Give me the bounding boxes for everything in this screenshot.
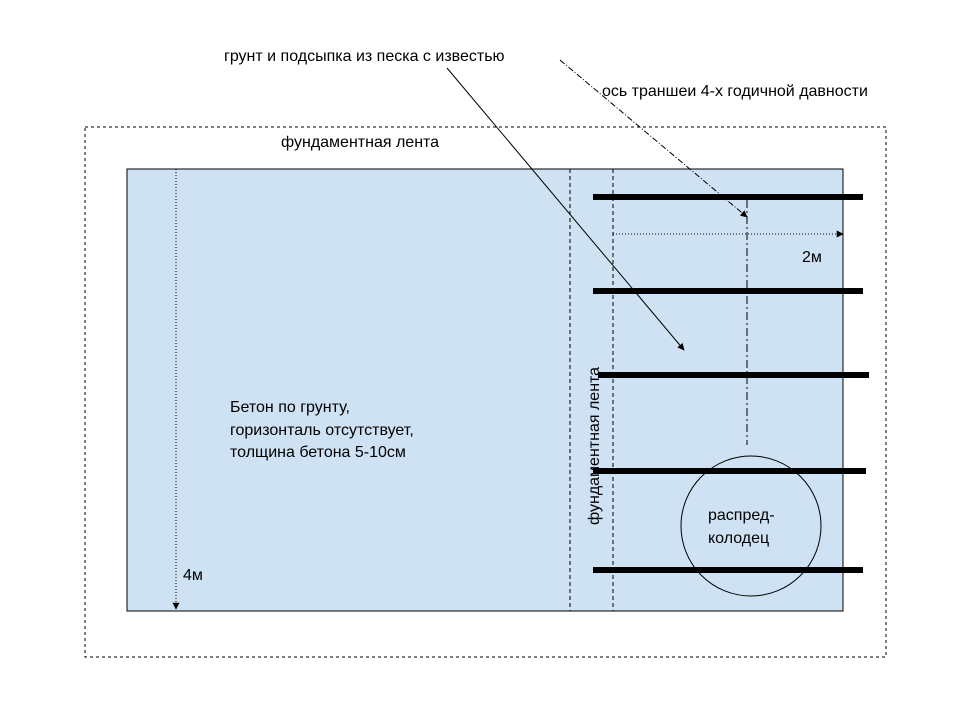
distribution-well-circle — [680, 455, 822, 597]
dimension-4m-label: 4м — [183, 567, 203, 584]
well-label-line-2: колодец — [708, 530, 769, 547]
concrete-slab — [126, 168, 844, 612]
well-label-line-1: распред- — [708, 507, 775, 524]
trench-axis-leader — [559, 59, 748, 218]
trench-axis-label: ось траншеи 4-х годичной давности — [602, 83, 868, 100]
outer-boundary — [84, 126, 887, 658]
foundation-strip-top-label: фундаментная лента — [281, 134, 439, 151]
foundation-strip-vertical-label: фундаментная лента — [586, 367, 603, 525]
soil-fill-label: грунт и подсыпка из песка с известью — [224, 48, 505, 65]
dimension-2m-label: 2м — [802, 249, 822, 266]
soil-fill-leader — [446, 67, 685, 351]
concrete-note-line-2: горизонталь отсутствует, — [230, 422, 414, 439]
concrete-note-line-3: толщина бетона 5-10см — [230, 444, 406, 461]
concrete-note-line-1: Бетон по грунту, — [230, 399, 350, 416]
